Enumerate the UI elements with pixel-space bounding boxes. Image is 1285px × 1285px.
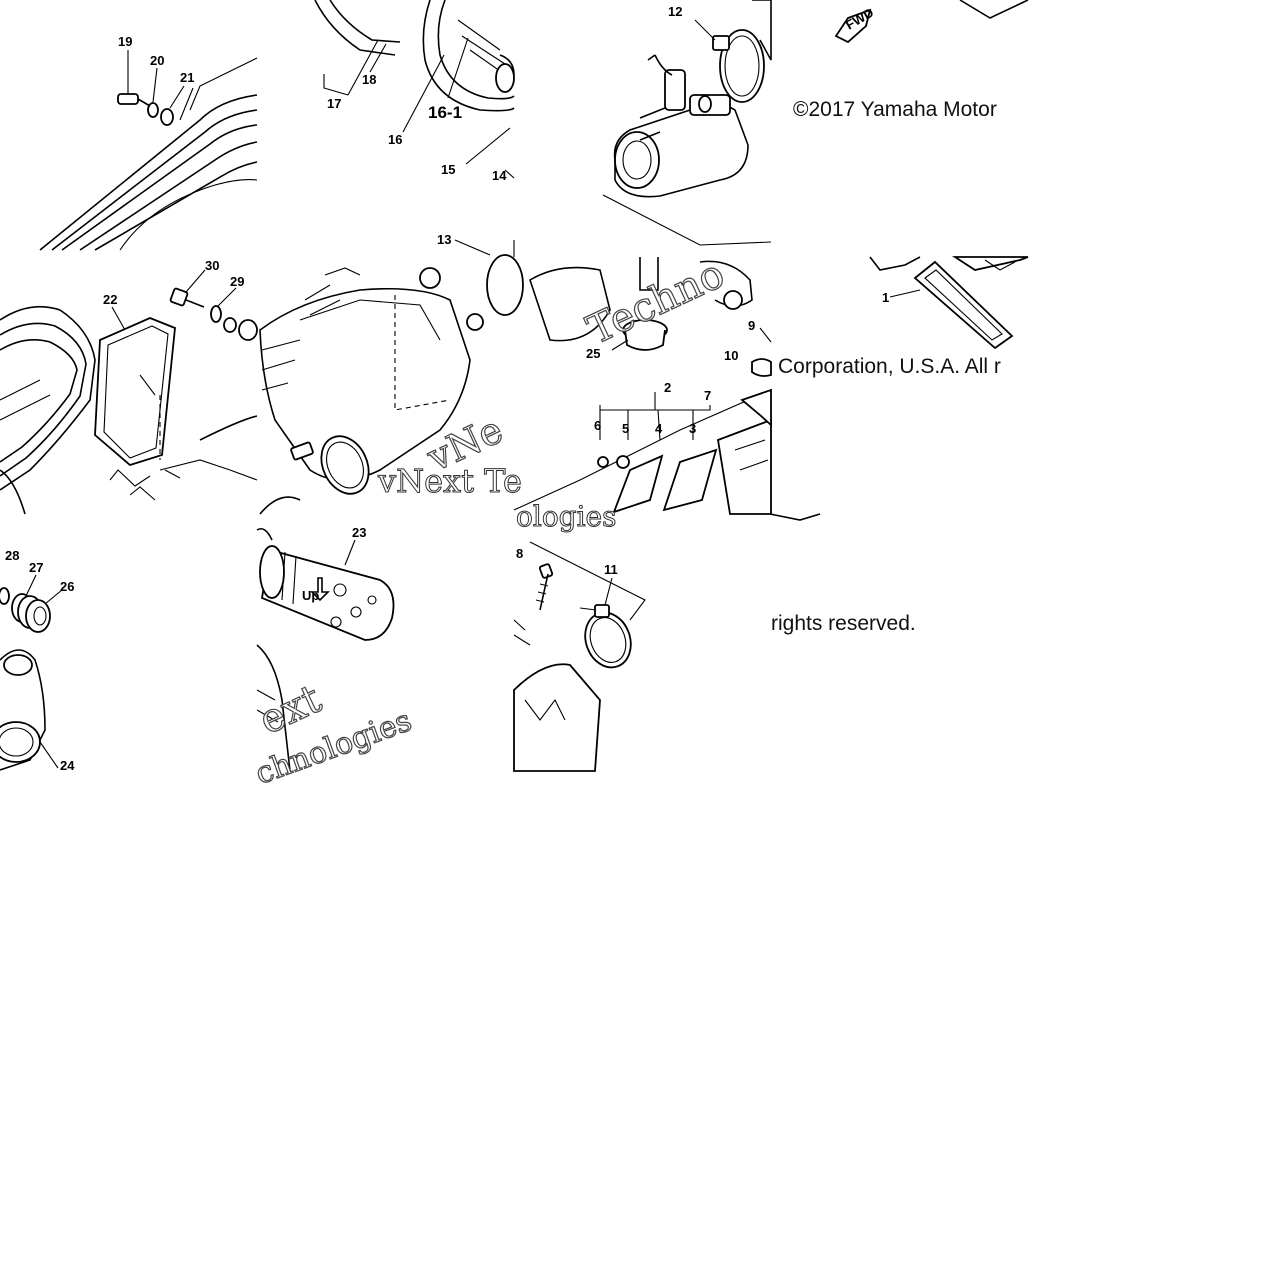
air-box-lid [39,57,258,251]
copyright-line-2: Corporation, U.S.A. All r [778,355,1001,379]
screw-19 [117,50,151,107]
callout-labels: 1 2 3 4 5 6 7 8 9 10 11 12 13 14 15 16 1… [5,4,889,773]
leader-lines-t3 [513,194,772,257]
callout-8: 8 [516,546,523,561]
callout-10: 10 [724,348,738,363]
callout-27: 27 [29,560,43,575]
callout-29: 29 [230,274,244,289]
callout-5: 5 [622,421,629,436]
copyright-line-3: rights reserved. [771,612,916,636]
up-label: Up [302,588,319,603]
gasket-1 [869,256,1029,350]
callout-9: 9 [748,318,755,333]
washer-29 [210,287,237,323]
callout-21: 21 [180,70,194,85]
washer-20 [147,67,159,118]
callout-2: 2 [664,380,671,395]
callout-26: 26 [60,579,74,594]
washer-21 [160,85,185,126]
callout-15: 15 [441,162,455,177]
callout-30: 30 [205,258,219,273]
watermark-fragment-b: vNext Te [378,462,523,501]
callout-16: 16 [388,132,402,147]
callout-20: 20 [150,53,164,68]
air-box-body [0,305,258,515]
callout-7: 7 [704,388,711,403]
callout-19: 19 [118,34,132,49]
callout-11: 11 [604,562,618,577]
silencer-pipe-23 [256,527,395,772]
bolt-8 [535,563,554,611]
grommet-25 [611,319,668,351]
callout-28: 28 [5,548,19,563]
callout-22: 22 [103,292,117,307]
callout-25: 25 [586,346,600,361]
intake-manifold [513,513,821,772]
filter-element [314,0,515,112]
leader-lines-t2 [323,37,515,179]
callout-17: 17 [327,96,341,111]
callout-18: 18 [362,72,376,87]
callout-24: 24 [60,758,75,773]
reed-valve-area [513,257,772,511]
callout-12: 12 [668,4,682,19]
callout-16-1: 16-1 [428,103,462,122]
part-9-10 [751,327,772,377]
clamp-lower-t6 [259,435,370,515]
fwd-arrow-icon: FWD [834,0,1029,44]
callout-3: 3 [689,421,696,436]
ring-part [223,317,258,341]
callout-1: 1 [882,290,889,305]
watermark-fragment-c: ologies [516,500,617,534]
clamp-12 [694,0,772,103]
callout-6: 6 [594,418,601,433]
clamp-11 [579,577,632,669]
crankcase-section [259,239,524,481]
callout-13: 13 [437,232,451,247]
copyright-line-1: ©2017 Yamaha Motor [793,98,997,122]
reed-petals [597,388,772,515]
callout-14: 14 [492,168,507,183]
bolt-30 [169,269,206,308]
cover-22 [94,306,176,467]
callout-23: 23 [352,525,366,540]
carburetor [613,54,749,198]
bushing-parts [0,574,63,771]
callout-4: 4 [655,421,663,436]
